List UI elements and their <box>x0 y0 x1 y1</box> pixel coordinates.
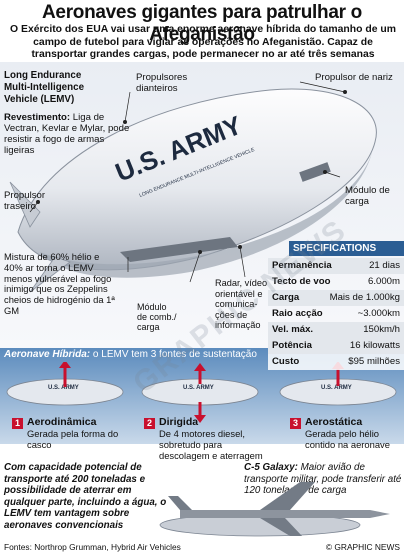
spec-value: 6.000m <box>368 276 400 287</box>
spec-row: Tecto de voo 6.000m <box>268 274 404 290</box>
spec-value: $95 milhões <box>348 356 400 367</box>
spec-row: Custo $95 milhões <box>268 354 404 370</box>
spec-row: Raio acção ~3.000km <box>268 306 404 322</box>
svg-text:U.S. ARMY: U.S. ARMY <box>321 385 352 391</box>
sources: Fontes: Northrop Grumman, Hybrid Air Veh… <box>4 542 181 552</box>
radar-label: Radar, vídeo orientável e comunica-ções … <box>215 278 268 330</box>
spec-value: Mais de 1.000kg <box>329 292 400 303</box>
lift-diagram-1: U.S. ARMY <box>6 362 124 406</box>
spec-row: Potência 16 kilowatts <box>268 338 404 354</box>
spec-row: Permanência 21 dias <box>268 258 404 274</box>
command-module-label: Módulo de comb./ carga <box>137 302 177 332</box>
coating-label: Revestimento: Liga de Vectran, Kevlar e … <box>4 112 134 156</box>
page-title: Aeronaves gigantes para patrulhar o Afeg… <box>42 2 362 45</box>
hybrid-text: Gerada pelo hélio contido na aeronave <box>305 428 390 450</box>
intro-text: O Exército dos EUA vai usar uma enorme a… <box>10 24 396 60</box>
cargo-module <box>299 162 331 182</box>
spec-key: Tecto de voo <box>272 276 331 287</box>
hybrid-head: Aerostática <box>305 416 363 428</box>
spec-key: Potência <box>272 340 312 351</box>
coating-text: Liga de Vectran, Kevlar e Mylar, pode re… <box>4 112 130 156</box>
lift-diagrams: U.S. ARMY U.S. ARMY U.S. ARMY <box>6 362 397 423</box>
credit: © GRAPHIC NEWS <box>325 542 400 552</box>
svg-text:U.S. ARMY: U.S. ARMY <box>183 385 214 391</box>
specs-heading: SPECIFICATIONS <box>289 241 404 256</box>
hybrid-number: 1 <box>12 418 23 429</box>
lemv-name-line2: Multi-Intelligence <box>4 82 85 93</box>
svg-text:U.S. ARMY: U.S. ARMY <box>48 385 79 391</box>
airship-lower-lobe <box>40 152 372 278</box>
hybrid-text: Gerada pela forma do casco <box>27 428 119 450</box>
spec-value: 16 kilowatts <box>349 340 400 351</box>
spec-row: Vel. máx. 150km/h <box>268 322 404 338</box>
spec-key: Vel. máx. <box>272 324 314 335</box>
tail-fin <box>9 181 41 228</box>
spec-key: Custo <box>272 356 300 367</box>
spec-key: Carga <box>272 292 300 303</box>
lemv-name-line3: Vehicle (LEMV) <box>4 94 75 105</box>
spec-key: Permanência <box>272 260 332 271</box>
nose-prop-label: Propulsor de nariz <box>315 72 393 83</box>
hybrid-number: 3 <box>290 418 301 429</box>
hybrid-title-rest: o LEMV tem 3 fontes de sustentação <box>90 349 257 360</box>
gondola <box>120 237 238 262</box>
coating-head: Revestimento: <box>4 112 71 123</box>
spec-value: 150km/h <box>363 324 400 335</box>
airship-illustration: U.S. ARMY LONG ENDURANCE MULTI-INTELLIGE… <box>9 81 377 293</box>
gas-mix-label: Mistura de 60% hélio e 40% ar torna o LE… <box>4 251 115 316</box>
lemv-name: Long Endurance Multi-Intelligence Vehicl… <box>4 70 84 106</box>
hybrid-item-2: 2 Dirigida De 4 motores diesel, sobretud… <box>144 416 274 461</box>
hybrid-item-1: 1 Aerodinâmica Gerada pela forma do casc… <box>12 416 130 450</box>
spec-row: Carga Mais de 1.000kg <box>268 290 404 306</box>
compare-left-text: Com capacidade potencial de transporte a… <box>4 462 167 531</box>
hybrid-text: De 4 motores diesel, sobretudo para desc… <box>159 428 263 461</box>
hybrid-head: Aerodinâmica <box>27 416 97 428</box>
lemv-name-line1: Long Endurance <box>4 70 82 81</box>
cargo-module-label: Módulo de carga <box>345 185 390 207</box>
lift-diagram-3: U.S. ARMY <box>279 362 397 406</box>
lift-diagram-2: U.S. ARMY <box>141 363 259 423</box>
tail-fin-lower <box>29 256 71 293</box>
c5-galaxy-plane <box>168 482 390 536</box>
hybrid-head: Dirigida <box>159 416 199 428</box>
spec-key: Raio acção <box>272 308 323 319</box>
front-props-label: Propulsores dianteiros <box>136 72 188 94</box>
compare-right-head: C-5 Galaxy: <box>244 462 298 473</box>
hybrid-number: 2 <box>144 418 155 429</box>
spec-value: ~3.000km <box>357 308 400 319</box>
hybrid-title: Aeronave Híbrida: o LEMV tem 3 fontes de… <box>4 349 257 360</box>
comparison-illustration <box>159 482 390 537</box>
spec-value: 21 dias <box>369 260 400 271</box>
hybrid-title-bold: Aeronave Híbrida: <box>4 349 91 360</box>
rear-prop-label: Propulsor traseiro <box>4 190 46 212</box>
hybrid-item-3: 3 Aerostática Gerada pelo hélio contido … <box>290 416 402 450</box>
